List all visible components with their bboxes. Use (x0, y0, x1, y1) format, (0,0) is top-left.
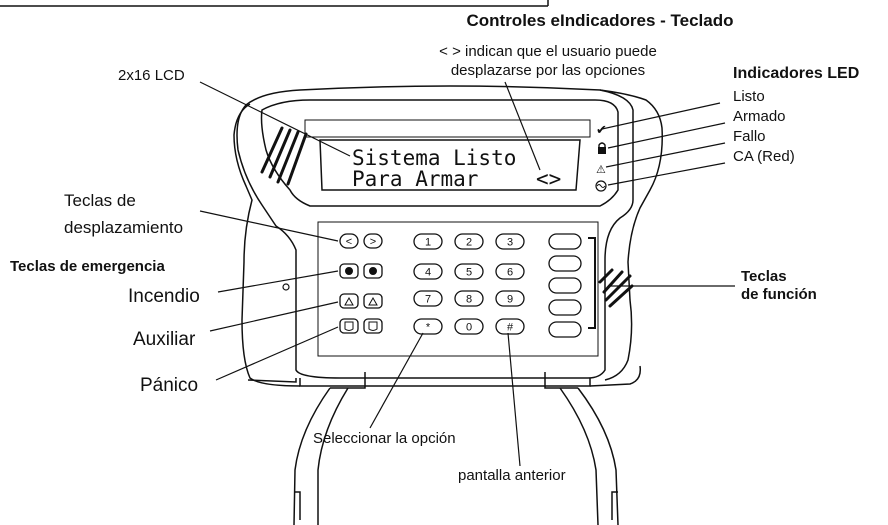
scroll-right-key[interactable] (363, 233, 383, 249)
key-2-label: 2 (466, 237, 472, 249)
key-6-button[interactable] (495, 263, 525, 280)
panic-shield-icon (368, 321, 378, 331)
led-indicator-icons: ✔ ⚠ (595, 123, 607, 192)
key-7-button[interactable] (413, 290, 443, 307)
emergency-keys-heading: Teclas de emergencia (10, 258, 165, 275)
key-3-label: 3 (507, 237, 513, 249)
flame-icon (369, 267, 377, 275)
top-frame (0, 0, 549, 7)
key-5-label: 5 (466, 267, 472, 279)
led-indicators-heading: Indicadores LED (733, 65, 859, 82)
function-key-3[interactable] (548, 277, 582, 294)
function-keys-label-line-2: de función (741, 286, 817, 303)
scroll-keys-label-line-2: desplazamiento (64, 218, 183, 237)
key-*-button[interactable] (413, 318, 443, 335)
key-3-button[interactable] (495, 233, 525, 250)
key-#-button[interactable] (495, 318, 525, 335)
listo-callout-line (601, 102, 721, 130)
scroll-left-label: < (346, 236, 352, 248)
key-0-label: 0 (466, 322, 472, 334)
diagram-title: Controles eIndicadores - Teclado (466, 11, 733, 30)
lock-icon (598, 147, 606, 154)
select-option-label: Seleccionar la opción (313, 430, 456, 447)
aux-triangle-icon (344, 296, 354, 306)
armado-callout-line (607, 122, 726, 149)
checkmark-icon: ✔ (596, 123, 607, 138)
emergency-keys (339, 263, 383, 334)
speaker-grille-left (260, 126, 308, 186)
fallo-callout-line (605, 142, 726, 168)
function-keys-label-line-1: Teclas (741, 268, 787, 285)
scroll-left-key[interactable] (339, 233, 359, 249)
key-*-label: * (426, 322, 431, 334)
ac-power-icon (595, 180, 607, 192)
led-label-armado: Armado (733, 108, 786, 125)
key-8-button[interactable] (454, 290, 484, 307)
incendio-callout-line (217, 270, 339, 293)
aux-key-1[interactable] (339, 293, 359, 309)
key-7-label: 7 (425, 294, 431, 306)
scroll-note-line-2: desplazarse por las opciones (451, 62, 645, 79)
keypad-housing (233, 85, 663, 525)
panico-callout-line (215, 326, 339, 381)
lcd-label: 2x16 LCD (118, 67, 185, 84)
key-6-label: 6 (507, 267, 513, 279)
lcd-line-2: Para Armar (352, 167, 478, 191)
led-label-listo: Listo (733, 88, 765, 105)
panic-shield-icon (344, 321, 354, 331)
aux-triangle-icon (368, 296, 378, 306)
select-option-callout-line (369, 332, 424, 429)
key-9-label: 9 (507, 294, 513, 306)
key-9-button[interactable] (495, 290, 525, 307)
previous-screen-callout-line (507, 332, 521, 467)
previous-screen-label: pantalla anterior (458, 467, 566, 484)
key-0-button[interactable] (454, 318, 484, 335)
aux-label: Auxiliar (133, 329, 196, 350)
key-5-button[interactable] (454, 263, 484, 280)
function-key-5[interactable] (548, 321, 582, 338)
led-label-ca: CA (Red) (733, 148, 795, 165)
scroll-note-line-1: < > indican que el usuario puede (439, 43, 657, 60)
callout-lines (199, 81, 735, 467)
function-key-2[interactable] (548, 255, 582, 272)
function-keys (548, 233, 582, 338)
speaker-grille-right (598, 268, 634, 308)
key-2-button[interactable] (454, 233, 484, 250)
lcd-line-1: Sistema Listo (352, 146, 516, 170)
auxiliar-callout-line (209, 301, 339, 332)
scroll-keys-callout-line (199, 210, 339, 242)
key-4-label: 4 (425, 267, 431, 279)
panic-label: Pánico (140, 375, 198, 396)
mount-screw (282, 283, 290, 291)
function-key-1[interactable] (548, 233, 582, 250)
scroll-keys-label-line-1: Teclas de (64, 191, 136, 210)
key-4-button[interactable] (413, 263, 443, 280)
led-label-fallo: Fallo (733, 128, 766, 145)
key-8-label: 8 (466, 294, 472, 306)
function-key-4[interactable] (548, 299, 582, 316)
key-1-button[interactable] (413, 233, 443, 250)
key-1-label: 1 (425, 237, 431, 249)
scroll-note-callout-line (504, 81, 541, 171)
fire-label: Incendio (128, 286, 200, 307)
function-keys-bracket (588, 237, 596, 329)
numeric-keypad: 1 2 3 4 5 6 7 8 9 * 0 # (413, 233, 525, 335)
lcd-callout-line (199, 81, 351, 157)
aux-key-2[interactable] (363, 293, 383, 309)
warning-icon: ⚠ (596, 163, 606, 176)
emergency-key-icons (344, 267, 378, 331)
scroll-right-label: > (370, 236, 376, 248)
scroll-keys: < > (339, 233, 383, 249)
ca-callout-line (607, 162, 726, 186)
lcd-scroll-arrows: <> (536, 167, 561, 191)
flame-icon (345, 267, 353, 275)
key-#-label: # (507, 322, 514, 334)
